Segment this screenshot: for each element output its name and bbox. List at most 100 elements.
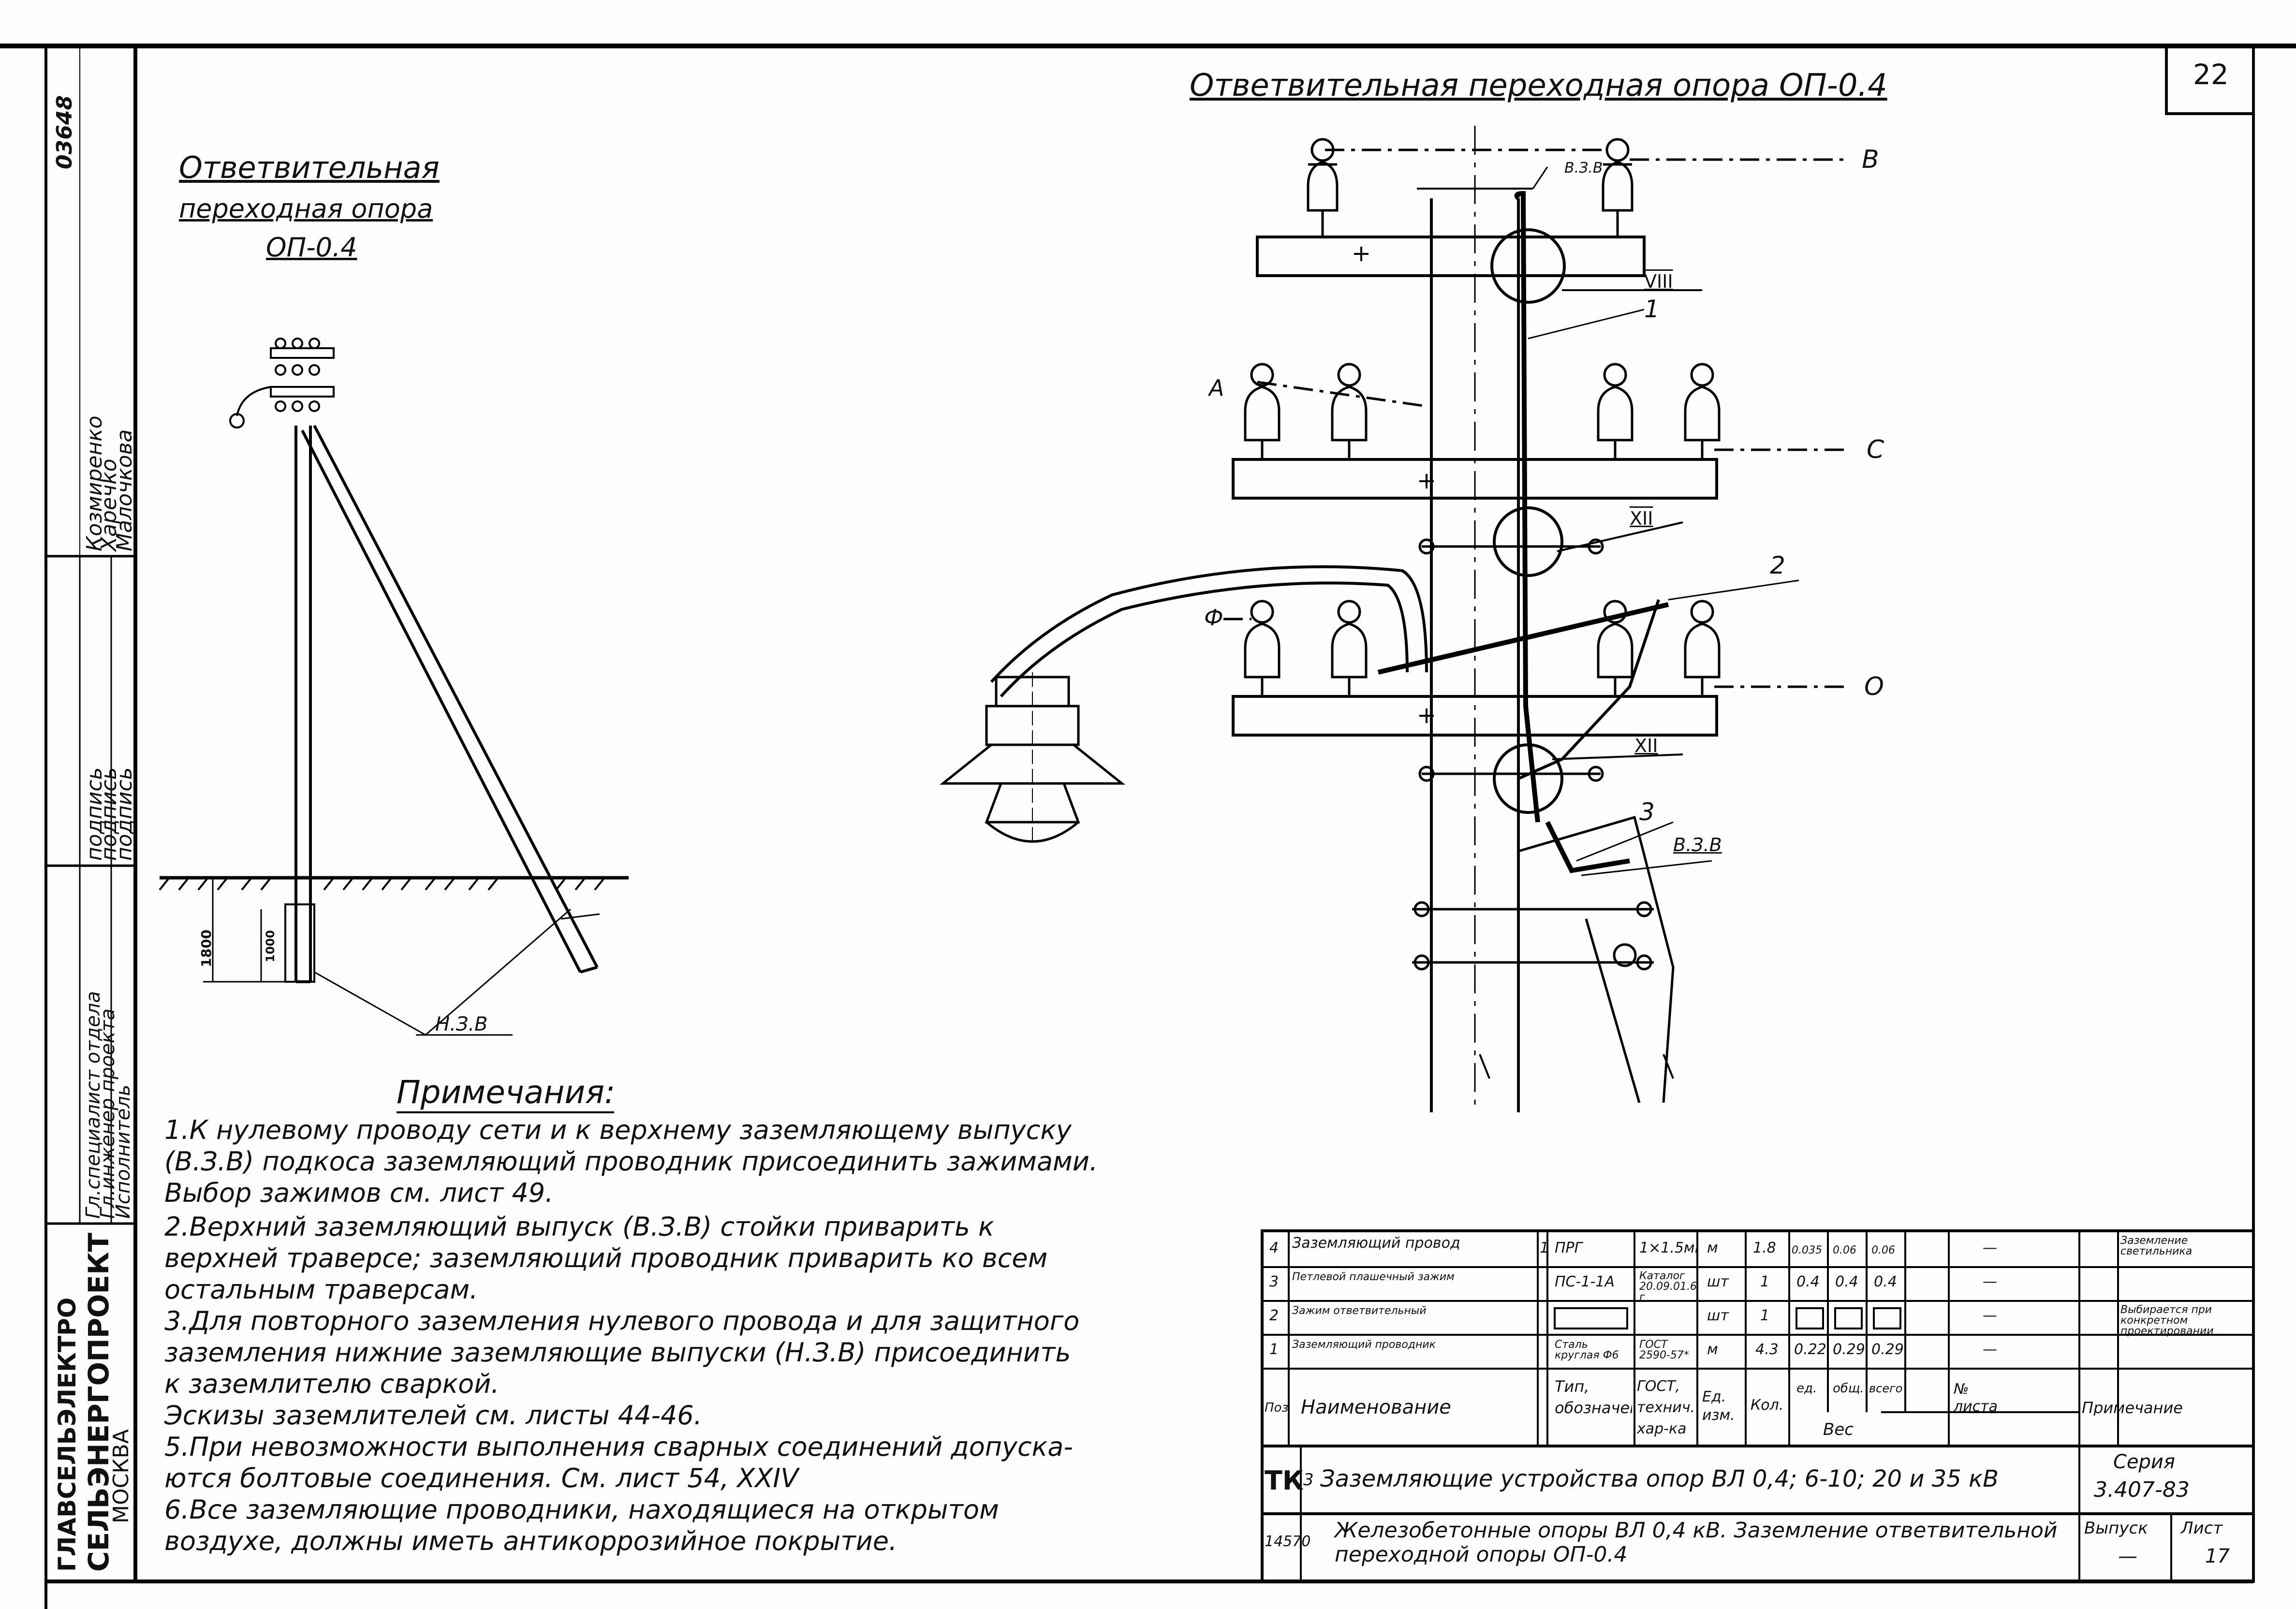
spec-unit: м <box>1707 1342 1718 1358</box>
spec-w2: 0.06 <box>1833 1245 1856 1256</box>
spec-note: Заземление светильника <box>2120 1236 2193 1257</box>
phase-label-f: Ф <box>1204 605 1223 631</box>
note-line: заземления нижние заземляющие выпуски (Н… <box>164 1337 1071 1368</box>
spec-w1: 0.035 <box>1792 1245 1822 1256</box>
spec-header-w2: общ. <box>1833 1381 1864 1396</box>
note-line: Выбор зажимов см. лист 49. <box>164 1178 554 1208</box>
spec-w1: 0.22 <box>1794 1342 1826 1358</box>
tb-issue-label: Выпуск <box>2084 1519 2148 1538</box>
stamp-role-3: Исполнитель <box>112 1084 134 1219</box>
spec-qty: 1 <box>1760 1274 1770 1290</box>
tb-tk: ТК <box>1265 1465 1304 1496</box>
vzv-label-bottom: В.З.В <box>1673 834 1722 856</box>
note-line: (В.З.В) подкоса заземляющий проводник пр… <box>164 1146 1098 1177</box>
note-line: верхней траверсе; заземляющий проводник … <box>164 1243 1048 1273</box>
archive-number: 03648 <box>52 95 77 169</box>
callout-1: 1 <box>1644 295 1660 323</box>
spec-header-sheet: № листа <box>1954 1381 1998 1415</box>
spec-sheet: — <box>1983 1342 1997 1358</box>
tb-sheet-label: Лист <box>2181 1519 2223 1538</box>
spec-name: Зажим ответвительный <box>1292 1306 1427 1316</box>
spec-header-type: Тип, обозначение <box>1555 1377 1632 1417</box>
spec-gost: 1×1.5мм² <box>1639 1240 1697 1256</box>
spec-sheet: — <box>1983 1308 1997 1324</box>
callout-3: 3 <box>1639 798 1655 826</box>
spec-mark: 1 <box>1540 1240 1547 1256</box>
spec-w3: 0.29 <box>1871 1342 1904 1358</box>
spec-w1: 0.4 <box>1796 1274 1820 1290</box>
spec-pos: 4 <box>1269 1240 1279 1256</box>
note-line: 2.Верхний заземляющий выпуск (В.З.В) сто… <box>164 1211 994 1242</box>
detail-xii-upper: XII <box>1630 508 1653 529</box>
depth-1000: 1000 <box>264 930 277 962</box>
spec-name: Заземляющий проводник <box>1292 1340 1436 1350</box>
spec-w2: 0.29 <box>1833 1342 1865 1358</box>
spec-w3: 0.06 <box>1871 1245 1895 1256</box>
spec-header-w3: всего <box>1869 1382 1903 1395</box>
spec-note: Выбирается при конкретном проектировании <box>2120 1305 2214 1337</box>
spec-name: Заземляющий провод <box>1292 1236 1460 1251</box>
spec-w3: 0.4 <box>1874 1274 1897 1290</box>
spec-sheet: — <box>1983 1240 1997 1256</box>
phase-label-a: А <box>1209 375 1224 401</box>
stamp-signature-3: подпись <box>112 767 137 861</box>
spec-unit: шт <box>1707 1274 1729 1290</box>
main-title: Ответвительная переходная опора ОП-0.4 <box>1190 68 1887 103</box>
spec-gost: ГОСТ 2590-57* <box>1639 1340 1689 1361</box>
spec-header-gost: ГОСТ, технич. хар-ка <box>1637 1378 1695 1437</box>
small-title-line1: Ответвительная <box>179 150 440 185</box>
tb-title1: Заземляющие устройства опор ВЛ 0,4; 6-10… <box>1320 1465 1999 1492</box>
stamp-name-3: Малочкова <box>112 429 137 551</box>
spec-header-qty: Кол. <box>1751 1398 1784 1413</box>
detail-xii-lower: XII <box>1634 735 1658 756</box>
tb-series-label: Серия <box>2113 1451 2175 1473</box>
spec-w2: 0.4 <box>1835 1274 1858 1290</box>
spec-name: Петлевой плашечный зажим <box>1292 1272 1455 1283</box>
spec-qty: 1.8 <box>1753 1240 1776 1256</box>
spec-qty: 4.3 <box>1755 1342 1779 1358</box>
note-line: 5.При невозможности выполнения сварных с… <box>164 1432 1073 1462</box>
spec-type: Сталь круглая Ф6 <box>1555 1340 1619 1361</box>
small-title-line2: переходная опора <box>179 193 433 224</box>
detail-viii: VIII <box>1644 271 1673 292</box>
note-line: 3.Для повторного заземления нулевого про… <box>164 1306 1080 1336</box>
spec-qty: 1 <box>1760 1308 1770 1324</box>
notes-heading: Примечания: <box>397 1074 616 1111</box>
note-line: Эскизы заземлителей см. листы 44-46. <box>164 1400 702 1431</box>
spec-type: ПРГ <box>1555 1240 1583 1256</box>
stamp-org-name2: ГЛАВСЕЛЬЭЛЕКТРО <box>53 1297 81 1572</box>
spec-header-weight: Вес <box>1823 1422 1854 1437</box>
spec-header-note: Примечание <box>2082 1400 2183 1416</box>
vzv-label-top: В.З.В <box>1564 160 1603 177</box>
small-title-line3: ОП-0.4 <box>266 232 357 263</box>
spec-type: ПС-1-1А <box>1555 1274 1615 1290</box>
phase-label-c: С <box>1867 435 1884 464</box>
tb-title2: Железобетонные опоры ВЛ 0,4 кВ. Заземлен… <box>1335 1518 2058 1567</box>
spec-gost: Каталог 20.09.01.68 г <box>1639 1271 1697 1303</box>
phase-label-o: О <box>1864 672 1884 701</box>
nzv-label-left: Н.З.В <box>435 1013 488 1035</box>
stamp-city: МОСКВА <box>109 1429 133 1523</box>
tb-code: 14570 <box>1265 1533 1311 1550</box>
tb-issue-value: — <box>2118 1545 2137 1567</box>
spec-header-unit: Ед. изм. <box>1702 1388 1735 1424</box>
tb-series-value: 3.407-83 <box>2094 1477 2190 1502</box>
spec-sheet: — <box>1983 1274 1997 1290</box>
note-line: воздухе, должны иметь антикоррозийное по… <box>164 1526 898 1556</box>
note-line: к заземлителю сваркой. <box>164 1369 500 1399</box>
spec-header-pos: Поз. <box>1265 1401 1289 1415</box>
callout-2: 2 <box>1770 551 1785 579</box>
spec-unit: м <box>1707 1240 1718 1256</box>
spec-pos: 3 <box>1269 1274 1279 1290</box>
spec-pos: 1 <box>1269 1342 1279 1358</box>
note-line: 6.Все заземляющие проводники, находящиес… <box>164 1494 999 1525</box>
spec-header-name: Наименование <box>1301 1397 1451 1418</box>
spec-unit: шт <box>1707 1308 1729 1324</box>
tb-sheet-value: 17 <box>2205 1545 2230 1567</box>
note-line: 1.К нулевому проводу сети и к верхнему з… <box>164 1115 1072 1145</box>
spec-header-w1: ед. <box>1796 1381 1817 1396</box>
spec-pos: 2 <box>1269 1308 1279 1324</box>
note-line: ются болтовые соединения. См. лист 54, X… <box>164 1463 799 1493</box>
